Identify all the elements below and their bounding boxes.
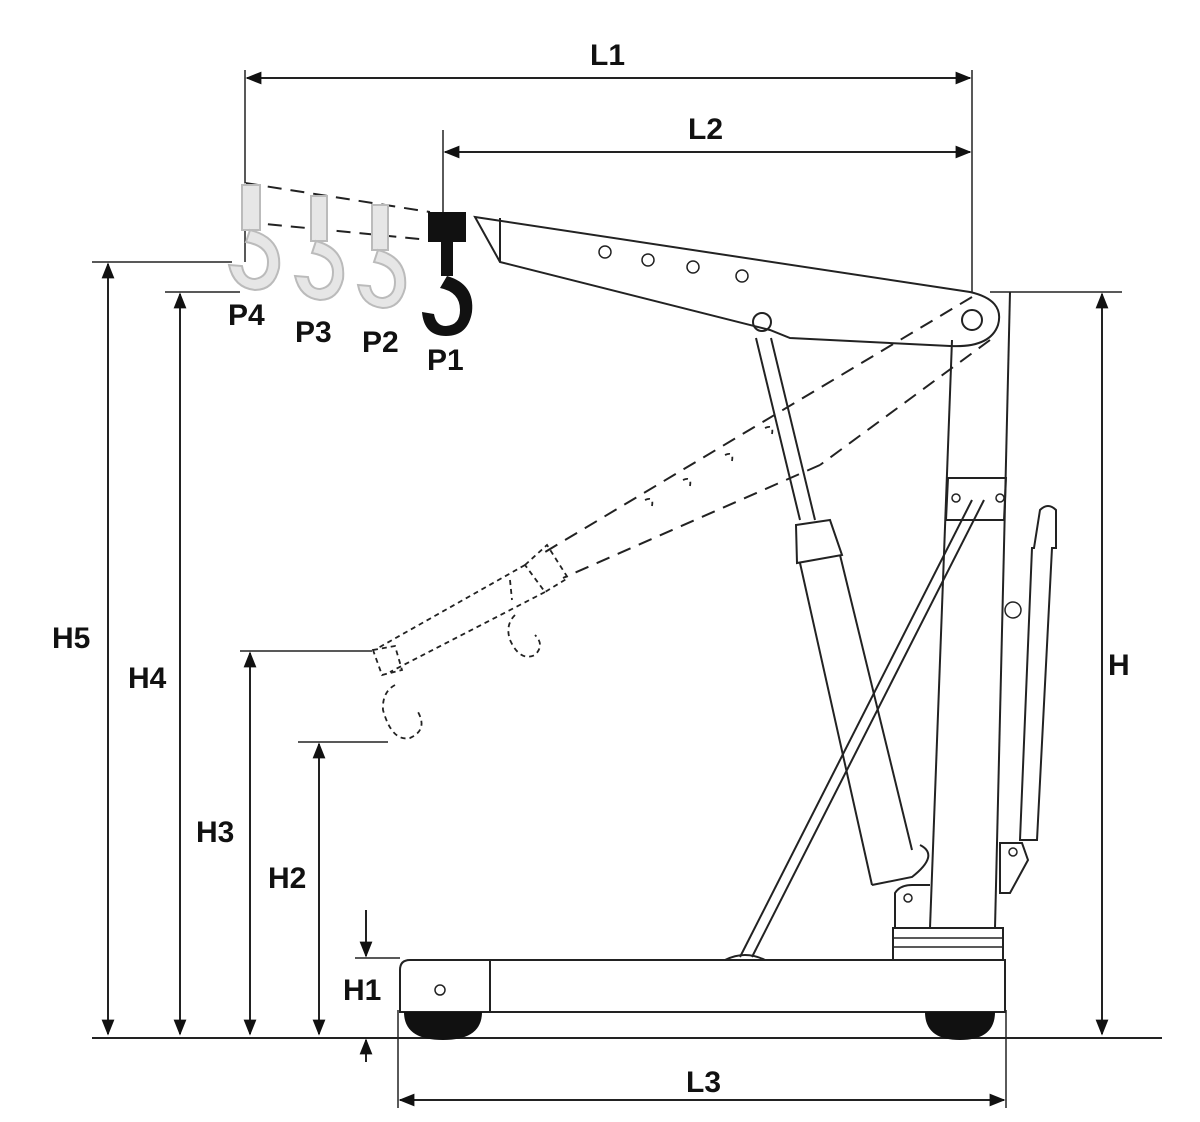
dimension-h1 — [355, 910, 400, 1062]
label-l3: L3 — [686, 1066, 721, 1099]
crane-boom — [473, 215, 1001, 348]
boom-lowered — [371, 296, 991, 740]
hook-p4 — [227, 184, 281, 292]
label-p3: P3 — [295, 316, 332, 349]
label-h2: H2 — [268, 862, 306, 895]
dimension-l2 — [442, 130, 972, 215]
label-l2: L2 — [688, 113, 723, 146]
label-h5: H5 — [52, 622, 90, 655]
crane-base — [399, 927, 1006, 1013]
label-h4: H4 — [128, 662, 167, 695]
label-h: H — [1108, 649, 1130, 682]
dimension-h3 — [240, 650, 372, 1036]
dimension-h2 — [298, 741, 388, 1036]
dimension-h — [990, 291, 1122, 1036]
label-h3: H3 — [196, 816, 234, 849]
label-p2: P2 — [362, 326, 399, 359]
hook-p3 — [293, 195, 345, 302]
dimension-h5 — [92, 261, 232, 1036]
label-p1: P1 — [427, 344, 464, 377]
hydraulic-cylinder — [755, 337, 930, 886]
hook-p2 — [356, 204, 407, 310]
dimension-l3 — [397, 1010, 1007, 1108]
label-h1: H1 — [343, 974, 381, 1007]
hook-p1 — [422, 212, 473, 336]
label-p4: P4 — [228, 299, 265, 332]
label-l1: L1 — [590, 39, 625, 72]
dimension-l1 — [244, 70, 973, 292]
diagonal-brace — [739, 499, 985, 958]
wheel-rear — [925, 1012, 995, 1040]
wheel-front — [404, 1012, 482, 1040]
dimension-h4 — [165, 291, 240, 1036]
boom-extension — [244, 182, 431, 241]
crane-mast — [894, 291, 1022, 929]
pump-handle — [999, 505, 1057, 894]
